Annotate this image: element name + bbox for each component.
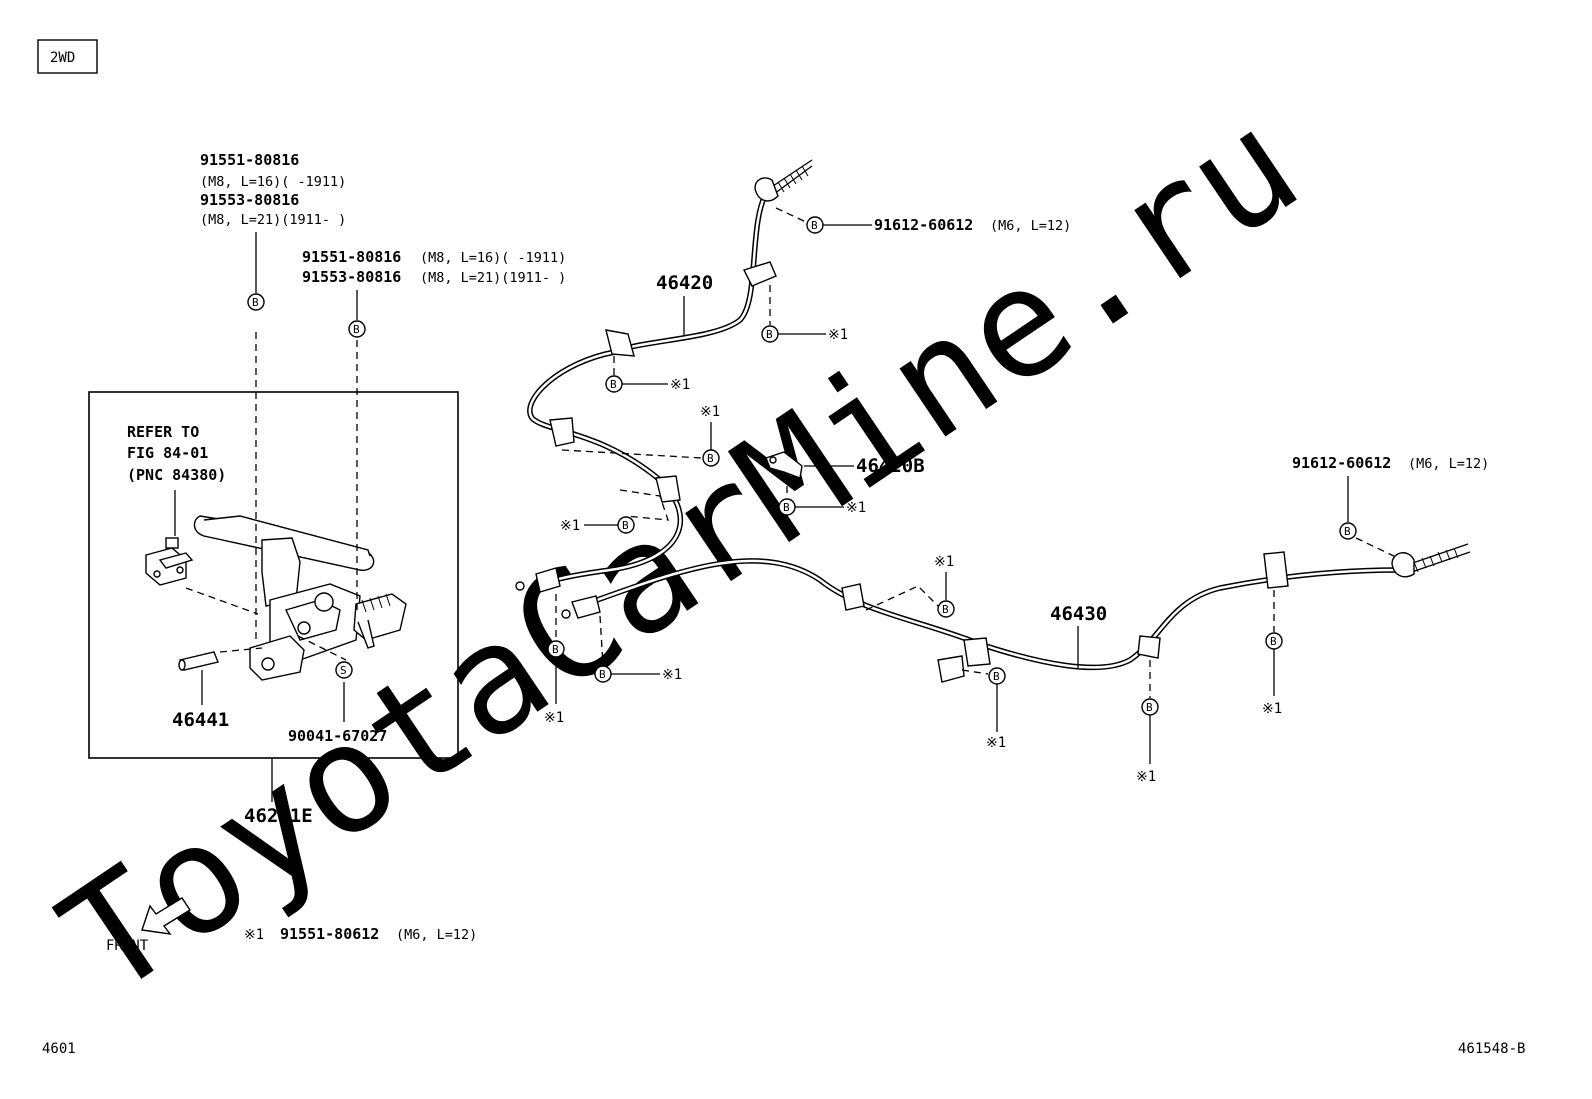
note1-marker: ※1 — [1136, 769, 1156, 785]
callout-mid-b-spec: (M8, L=21)(1911- ) — [420, 270, 566, 286]
marker-b-label: B — [1344, 525, 1351, 538]
callout-mid-b-pn: 91553-80816 — [302, 268, 401, 286]
marker-s-label: S — [340, 664, 347, 677]
legend-note1-pn: 91551-80612 — [280, 925, 379, 943]
cable-46430-drawing — [561, 543, 1471, 683]
part-label-46201E: 46201E — [244, 805, 313, 827]
parking-brake-lever-drawing — [193, 515, 407, 681]
callout-top-left-line1: 91551-80816 — [200, 151, 299, 169]
note1-marker: ※1 — [670, 377, 690, 393]
callout-mid-a-pn: 91551-80816 — [302, 248, 401, 266]
marker-b-label: B — [252, 296, 259, 309]
front-arrow-icon — [141, 897, 191, 935]
variant-tag: 2WD — [50, 50, 75, 66]
note1-marker: ※1 — [544, 710, 564, 726]
refer-line-2: FIG 84-01 — [127, 444, 208, 462]
lever-assembly-frame — [88, 391, 459, 759]
marker-b-label: B — [353, 323, 360, 336]
part-label-screw: 90041-67027 — [288, 727, 387, 745]
note1-marker: ※1 — [560, 518, 580, 534]
marker-b-label: B — [766, 328, 773, 341]
cable-46420-drawing — [515, 159, 813, 593]
part-label-46441: 46441 — [172, 709, 229, 731]
footer-page: 4601 — [42, 1041, 76, 1057]
marker-b — [247, 293, 265, 311]
refer-line-1: REFER TO — [127, 423, 199, 441]
note1-marker: ※1 — [1262, 701, 1282, 717]
footer-figure-id: 461548-B — [1458, 1041, 1525, 1057]
bracket-46420B-drawing — [765, 451, 803, 479]
note1-marker: ※1 — [828, 327, 848, 343]
marker-b-label: B — [811, 219, 818, 232]
marker-b-label: B — [783, 501, 790, 514]
marker-b-label: B — [1146, 701, 1153, 714]
marker-b-label: B — [942, 603, 949, 616]
marker-b-label: B — [622, 519, 629, 532]
callout-right-pn: 91612-60612 — [1292, 454, 1391, 472]
variant-tag-box — [37, 39, 98, 74]
marker-b-label: B — [707, 452, 714, 465]
callout-top-left-line4: (M8, L=21)(1911- ) — [200, 212, 346, 228]
callout-top-left-line3: 91553-80816 — [200, 191, 299, 209]
marker-b — [1339, 522, 1357, 540]
part-label-46420B: 46420B — [856, 455, 925, 477]
note1-marker: ※1 — [700, 404, 720, 420]
front-label: FRONT — [106, 938, 149, 954]
marker-b-label: B — [1270, 635, 1277, 648]
marker-b — [937, 600, 955, 618]
callout-right-spec: (M6, L=12) — [1408, 456, 1489, 472]
marker-b-label: B — [993, 670, 1000, 683]
note1-marker: ※1 — [846, 500, 866, 516]
callout-upper-right-pn: 91612-60612 — [874, 216, 973, 234]
note1-marker: ※1 — [986, 735, 1006, 751]
marker-b-label: B — [610, 378, 617, 391]
refer-line-3: (PNC 84380) — [127, 466, 226, 484]
switch-bracket-drawing — [145, 537, 194, 586]
marker-s — [335, 661, 353, 679]
legend-note1-spec: (M6, L=12) — [396, 927, 477, 943]
callout-upper-right-spec: (M6, L=12) — [990, 218, 1071, 234]
marker-b-label: B — [552, 643, 559, 656]
part-label-46420: 46420 — [656, 272, 713, 294]
note1-marker: ※1 — [934, 554, 954, 570]
marker-b — [348, 320, 366, 338]
pin-46441-drawing — [178, 651, 219, 671]
callout-top-left-line2: (M8, L=16)( -1911) — [200, 174, 346, 190]
marker-b-label: B — [599, 668, 606, 681]
marker-b — [702, 449, 720, 467]
marker-b — [617, 516, 635, 534]
note1-marker: ※1 — [662, 667, 682, 683]
part-label-46430: 46430 — [1050, 603, 1107, 625]
legend-note1-symbol: ※1 — [244, 927, 264, 943]
callout-mid-a-spec: (M8, L=16)( -1911) — [420, 250, 566, 266]
